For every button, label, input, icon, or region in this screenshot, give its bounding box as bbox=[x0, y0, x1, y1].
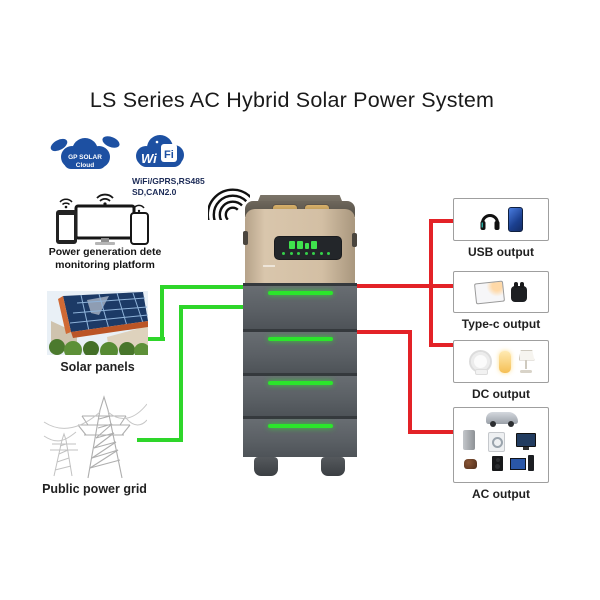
dc-output-box bbox=[453, 340, 549, 383]
monitor-phones-shape bbox=[56, 193, 149, 245]
typec-output-box bbox=[453, 271, 549, 313]
monitoring-devices-icon bbox=[54, 186, 154, 246]
protocol-line1: WiFi/GPRS,RS485 bbox=[132, 176, 205, 186]
washing-machine-icon bbox=[488, 432, 505, 452]
battery-led-strip bbox=[268, 381, 334, 385]
rice-cooker-icon bbox=[464, 459, 477, 469]
wifi-logo-icon: Wi Fi bbox=[131, 131, 189, 174]
led-segment bbox=[311, 241, 317, 249]
battery-led-strip bbox=[268, 424, 334, 428]
fan-base bbox=[474, 369, 488, 375]
refrigerator-icon bbox=[463, 430, 475, 450]
earbuds-icon bbox=[511, 282, 527, 302]
usb-output-label: USB output bbox=[468, 245, 534, 259]
wifi-logo-shape: Wi Fi bbox=[136, 135, 184, 167]
solar-panels-shape bbox=[47, 291, 150, 360]
wifi-wi-text: Wi bbox=[141, 151, 157, 166]
led-segment bbox=[289, 241, 295, 249]
lamp-stem bbox=[524, 359, 527, 369]
red-line-to-ac bbox=[408, 430, 453, 434]
battery-module-1 bbox=[243, 283, 357, 329]
battery-led-strip bbox=[268, 291, 334, 295]
protocol-line2: SD,CAN2.0 bbox=[132, 187, 177, 198]
cylinder-lamp-icon bbox=[498, 350, 511, 373]
ac-output-box bbox=[453, 407, 549, 483]
indicator-light bbox=[297, 252, 300, 255]
fan-icon bbox=[468, 350, 492, 375]
cloud-shape: GP SOLAR Cloud bbox=[50, 136, 120, 169]
gp-solar-cloud-icon: GP SOLAR Cloud bbox=[50, 131, 120, 179]
dc-output-label: DC output bbox=[472, 387, 530, 401]
red-line-branch-vertical bbox=[429, 219, 433, 347]
energy-storage-tower bbox=[243, 195, 357, 477]
battery-module-stack bbox=[243, 283, 357, 457]
green-line-solar-to-tower bbox=[160, 285, 248, 289]
typec-output-label: Type-c output bbox=[461, 317, 541, 331]
ac-output-label: AC output bbox=[472, 487, 530, 501]
computer-tower-icon bbox=[528, 455, 534, 471]
indicator-light bbox=[319, 252, 323, 255]
lamp-base bbox=[519, 369, 532, 373]
headphones-icon bbox=[480, 213, 500, 230]
speaker-icon bbox=[492, 456, 503, 471]
indicator-light bbox=[289, 252, 293, 255]
red-line-tower-to-typec bbox=[352, 284, 453, 288]
side-handle-right bbox=[352, 233, 357, 247]
battery-module-4 bbox=[243, 416, 357, 457]
indicator-lights bbox=[282, 252, 330, 255]
green-line-grid-vertical bbox=[179, 305, 183, 442]
lamp-shade bbox=[518, 349, 535, 361]
page-title: LS Series AC Hybrid Solar Power System bbox=[89, 88, 495, 113]
indicator-light bbox=[304, 252, 308, 255]
cloud-label-line1: GP SOLAR bbox=[68, 154, 102, 161]
indicator-light bbox=[282, 252, 285, 255]
monitoring-label-line2: monitoring platform bbox=[55, 258, 155, 271]
control-display-panel bbox=[275, 237, 341, 259]
red-line-to-dc bbox=[429, 343, 453, 347]
protocol-list: WiFi/GPRS,RS485 SD,CAN2.0 bbox=[132, 176, 205, 198]
green-line-solar-vertical bbox=[160, 285, 164, 341]
transmission-towers-shape bbox=[43, 395, 148, 479]
solar-panels-image bbox=[47, 291, 150, 360]
red-line-tower-to-ac-horizontal bbox=[352, 330, 412, 334]
brand-mark bbox=[263, 265, 275, 267]
green-line-solar-horizontal bbox=[136, 337, 165, 341]
wifi-fi-text: Fi bbox=[164, 149, 174, 161]
computer-monitor-icon bbox=[510, 458, 526, 470]
monitoring-label-line1: Power generation dete bbox=[48, 246, 162, 258]
usb-output-box bbox=[453, 198, 549, 241]
indicator-light bbox=[327, 252, 330, 255]
led-segment bbox=[297, 241, 303, 249]
power-grid-image bbox=[42, 392, 148, 480]
indicator-light bbox=[312, 252, 315, 255]
battery-module-2 bbox=[243, 329, 357, 373]
inverter-unit bbox=[243, 209, 357, 283]
led-digits bbox=[289, 241, 317, 249]
red-line-ac-vertical bbox=[408, 330, 412, 434]
caster-wheel-left bbox=[254, 457, 278, 476]
led-segment bbox=[305, 243, 309, 249]
tv-icon bbox=[516, 433, 536, 450]
red-line-to-usb bbox=[429, 219, 453, 223]
side-handle-left bbox=[243, 231, 248, 245]
battery-module-3 bbox=[243, 373, 357, 416]
table-lamp-icon bbox=[518, 349, 535, 374]
tablet-icon bbox=[473, 280, 506, 304]
car-icon bbox=[486, 412, 518, 427]
green-line-grid-to-tower bbox=[179, 305, 248, 309]
cloud-label-line2: Cloud bbox=[76, 162, 94, 169]
battery-led-strip bbox=[268, 337, 334, 341]
public-power-grid-label: Public power grid bbox=[42, 482, 147, 496]
caster-wheel-right bbox=[321, 457, 345, 476]
smartphone-icon bbox=[508, 207, 523, 232]
monitoring-platform-label: Power generation dete monitoring platfor… bbox=[25, 246, 185, 271]
solar-panels-label: Solar panels bbox=[60, 360, 135, 374]
green-line-grid-horizontal bbox=[137, 438, 183, 442]
